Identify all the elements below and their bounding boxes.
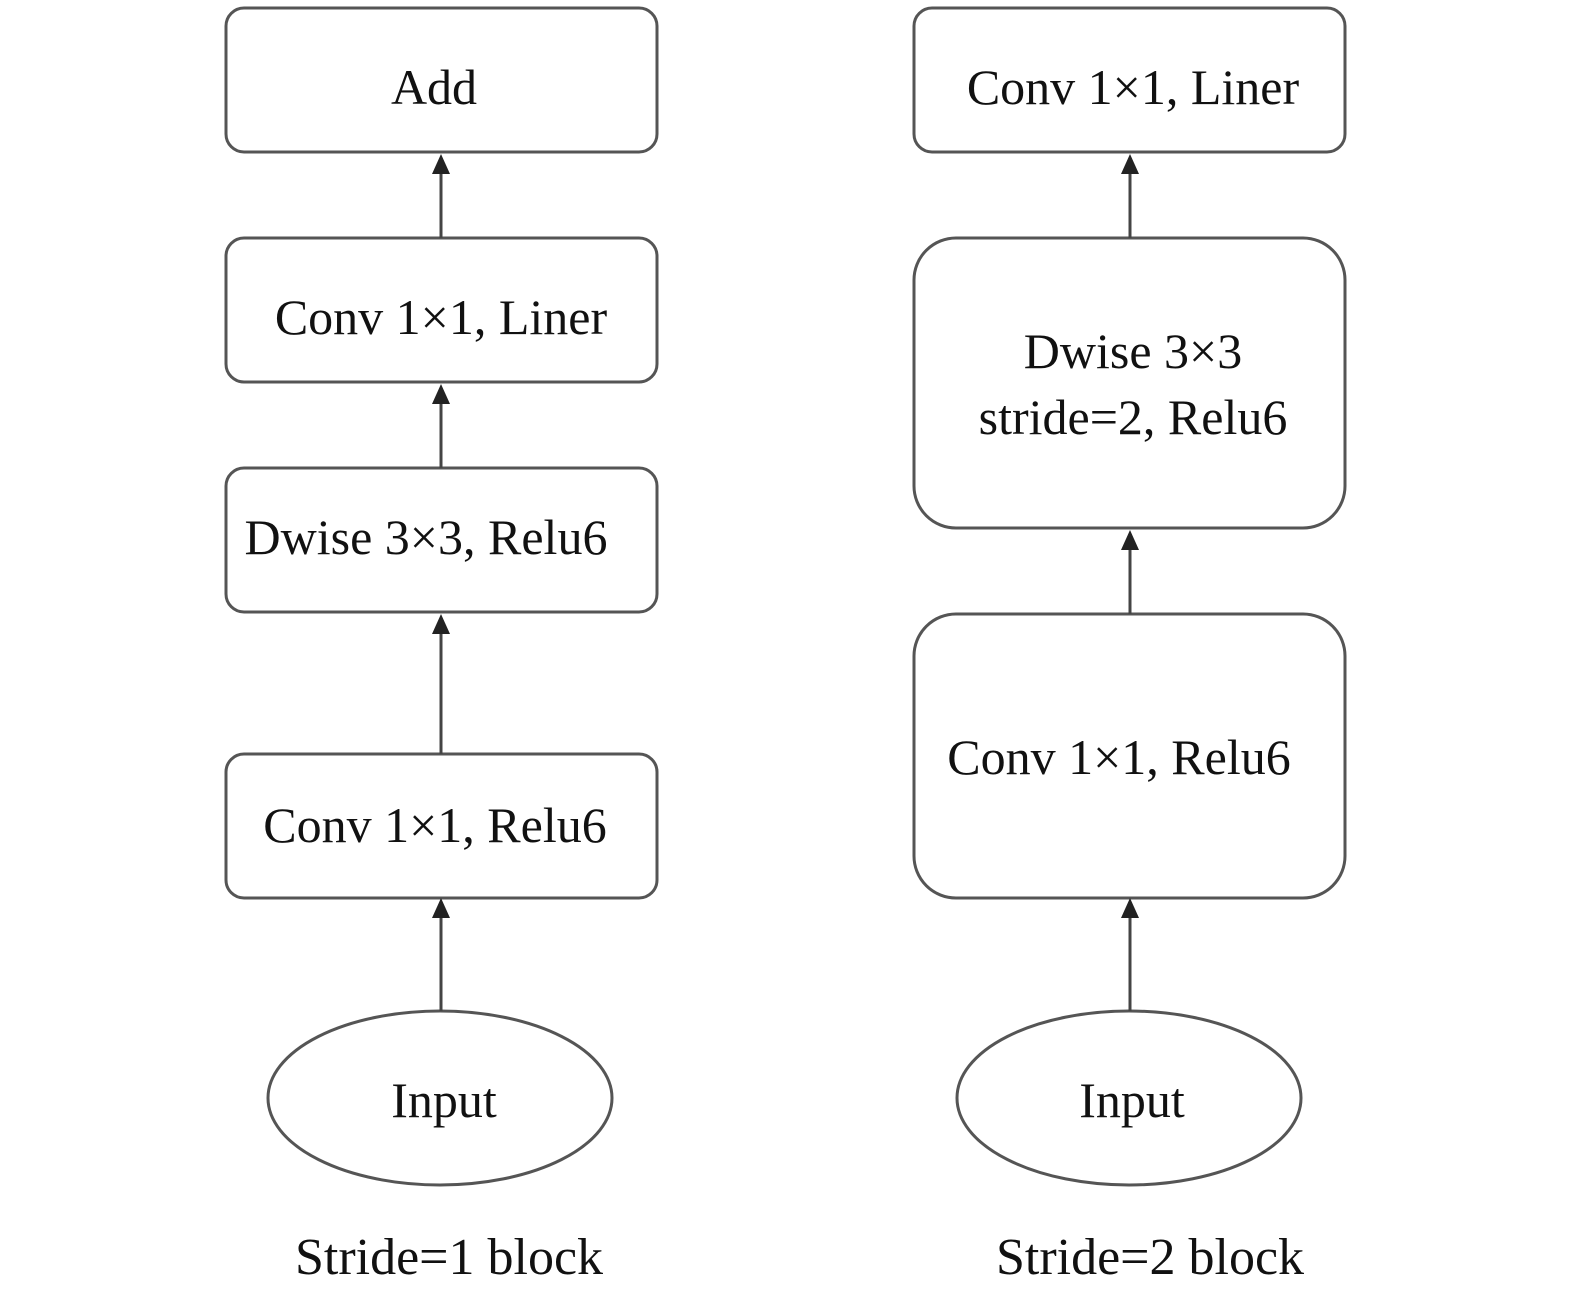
stride2-input-label: Input [1079, 1072, 1185, 1128]
stride2-input-node: Input [955, 1009, 1303, 1187]
stride1-add-label: Add [391, 59, 477, 115]
stride1-add-box [224, 6, 659, 154]
stride2-conv-liner-node: Conv 1×1, Liner [912, 6, 1347, 154]
stride2-dwise-label-line2: stride=2, Relu6 [979, 389, 1288, 445]
stride2-conv-liner-box [912, 6, 1347, 154]
stride2-arrow-conv-to-dwise [1121, 530, 1139, 550]
stride1-conv-relu-label: Conv 1×1, Relu6 [263, 797, 606, 853]
stride2-conv-relu-node: Conv 1×1, Relu6 [912, 612, 1347, 900]
stride2-arrow-input-to-conv [1121, 898, 1139, 918]
stride1-input-node: Input [266, 1009, 614, 1187]
stride1-conv-liner-label: Conv 1×1, Liner [275, 289, 608, 345]
stride1-conv-relu-node: Conv 1×1, Relu6 [224, 752, 659, 900]
stride1-input-label: Input [391, 1072, 497, 1128]
stride1-caption: Stride=1 block [295, 1229, 603, 1286]
stride1-dwise-label: Dwise 3×3, Relu6 [245, 509, 608, 565]
stride1-add-node: Add [224, 6, 659, 154]
stride2-edges [1121, 154, 1139, 1011]
stride2-dwise-box [912, 236, 1347, 530]
stride2-dwise-label-line1: Dwise 3×3 [1024, 323, 1242, 379]
stride2-block: Conv 1×1, Liner Dwise 3×3 stride=2, Relu… [912, 6, 1347, 1286]
stride1-block: Add Conv 1×1, Liner Dwise 3×3, Relu6 Con… [224, 6, 659, 1286]
stride2-conv-relu-label: Conv 1×1, Relu6 [947, 729, 1290, 785]
stride1-arrow-liner-to-add [432, 154, 450, 174]
stride1-edges [432, 154, 450, 1011]
stride2-dwise-node: Dwise 3×3 stride=2, Relu6 [912, 236, 1347, 530]
stride1-conv-liner-node: Conv 1×1, Liner [224, 236, 659, 384]
stride1-arrow-dwise-to-liner [432, 384, 450, 404]
stride1-arrow-input-to-conv [432, 898, 450, 918]
stride1-arrow-conv-to-dwise [432, 614, 450, 634]
stride2-caption: Stride=2 block [996, 1229, 1304, 1286]
stride1-dwise-node: Dwise 3×3, Relu6 [224, 466, 659, 614]
stride2-conv-liner-label: Conv 1×1, Liner [967, 59, 1300, 115]
stride2-arrow-dwise-to-liner [1121, 154, 1139, 174]
